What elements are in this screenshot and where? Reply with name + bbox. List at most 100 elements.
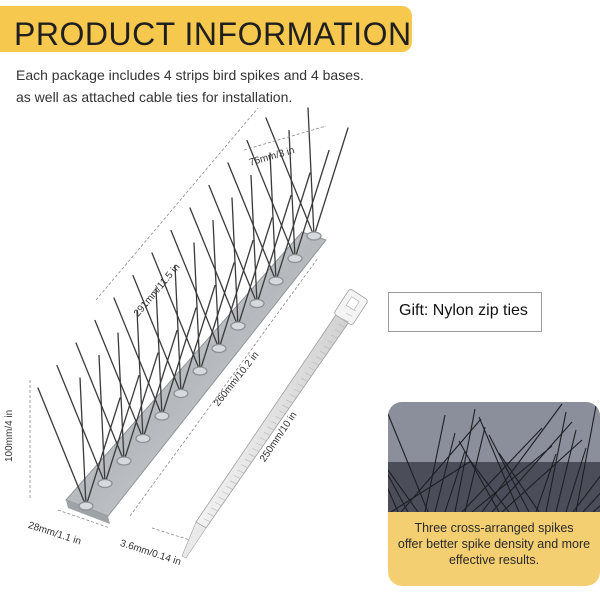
tie-tooth bbox=[338, 323, 345, 328]
tie-tooth bbox=[282, 404, 289, 409]
tie-tooth bbox=[241, 464, 248, 468]
photo-spike bbox=[478, 416, 520, 512]
tie-tooth bbox=[308, 367, 315, 371]
spike bbox=[193, 242, 201, 372]
photo-spike bbox=[388, 469, 419, 512]
photo-spike bbox=[458, 440, 500, 512]
feature-line-1: Three cross-arranged spikes bbox=[414, 521, 574, 535]
spike-base-clip bbox=[116, 456, 132, 466]
photo-spike bbox=[400, 418, 482, 512]
spike bbox=[117, 332, 125, 462]
spike-base-clip bbox=[154, 411, 170, 421]
tie-tooth bbox=[316, 356, 323, 360]
spike bbox=[288, 129, 296, 260]
feature-line-2: offer better spike density and more bbox=[397, 537, 591, 551]
tie-tooth bbox=[259, 437, 267, 441]
description-line-1: Each package includes 4 strips bird spik… bbox=[16, 67, 364, 83]
tie-tooth bbox=[304, 372, 312, 377]
zip-tie bbox=[181, 289, 368, 559]
tie-tooth bbox=[233, 475, 240, 479]
tie-tooth bbox=[214, 502, 222, 506]
tie-tooth bbox=[289, 394, 297, 398]
spike-closeup-photo bbox=[388, 402, 600, 512]
tie-tooth bbox=[301, 377, 308, 382]
page-title: PRODUCT INFORMATION bbox=[14, 16, 412, 52]
tie-tooth bbox=[218, 496, 225, 501]
spike-base-clip bbox=[135, 433, 151, 444]
photo-spike bbox=[444, 450, 466, 512]
spike bbox=[313, 127, 349, 237]
dimension-lines bbox=[29, 107, 327, 543]
tie-tooth bbox=[323, 345, 330, 350]
tie-tooth bbox=[252, 448, 259, 452]
spike bbox=[79, 377, 87, 507]
tie-tooth bbox=[267, 426, 274, 431]
spike-base-clip bbox=[287, 253, 303, 264]
photo-spike bbox=[388, 413, 429, 512]
tie-tooth bbox=[274, 415, 282, 420]
photo-spike bbox=[388, 487, 399, 512]
photo-spike bbox=[491, 421, 573, 512]
tie-tooth bbox=[286, 399, 293, 404]
photo-spike bbox=[461, 427, 543, 512]
tie-tooth bbox=[342, 318, 349, 323]
photo-spike bbox=[498, 452, 540, 512]
photo-spike bbox=[545, 411, 567, 512]
photo-spike bbox=[464, 426, 486, 512]
photo-spike bbox=[390, 460, 472, 512]
spike-base-clip bbox=[173, 388, 189, 399]
photo-spike bbox=[501, 439, 583, 512]
spike bbox=[265, 117, 315, 237]
photo-spike bbox=[488, 434, 530, 512]
spike-base-clip bbox=[230, 321, 246, 331]
spike bbox=[98, 354, 106, 485]
photo-spike bbox=[388, 473, 409, 512]
tie-tooth bbox=[229, 480, 237, 485]
spike bbox=[307, 107, 315, 237]
tie-tooth bbox=[293, 388, 300, 393]
feature-text: Three cross-arranged spikes offer better… bbox=[388, 520, 600, 568]
photo-spike bbox=[481, 403, 563, 512]
tie-tooth bbox=[222, 491, 229, 495]
photo-spike bbox=[535, 453, 557, 512]
photo-spike bbox=[565, 447, 587, 512]
photo-spike bbox=[454, 408, 476, 512]
spike-base-clip bbox=[211, 343, 227, 354]
tie-tooth bbox=[334, 329, 342, 333]
spike bbox=[136, 309, 144, 440]
spike-base-clip bbox=[192, 366, 208, 376]
spike bbox=[250, 174, 258, 305]
spike bbox=[212, 219, 220, 350]
spike-base-clip bbox=[78, 501, 94, 511]
gift-label: Gift: Nylon zip ties bbox=[399, 302, 528, 319]
package-description: Each package includes 4 strips bird spik… bbox=[16, 64, 436, 108]
tie-tooth bbox=[256, 442, 263, 447]
spike bbox=[151, 252, 201, 372]
feature-line-3: effective results. bbox=[448, 553, 540, 567]
tie-tooth bbox=[346, 313, 353, 317]
tie-tooth bbox=[327, 340, 334, 344]
spike-base-clip bbox=[268, 276, 284, 286]
spike bbox=[174, 264, 182, 395]
description-line-2: as well as attached cable ties for insta… bbox=[16, 89, 293, 105]
photo-spike bbox=[572, 475, 600, 512]
tie-tooth bbox=[248, 453, 255, 458]
photo-spike bbox=[582, 492, 600, 512]
title-banner: PRODUCT INFORMATION bbox=[0, 6, 412, 52]
spike bbox=[75, 342, 125, 462]
spike bbox=[269, 152, 277, 282]
tie-tooth bbox=[319, 350, 327, 355]
tie-tooth bbox=[312, 361, 319, 366]
spike bbox=[170, 229, 220, 350]
spike bbox=[246, 139, 296, 260]
tie-tooth bbox=[349, 307, 357, 312]
tie-tooth bbox=[278, 410, 285, 414]
spike bbox=[132, 274, 182, 395]
photo-spike bbox=[434, 432, 456, 512]
feature-card: Three cross-arranged spikes offer better… bbox=[388, 402, 600, 586]
spike bbox=[56, 364, 106, 485]
tie-tooth bbox=[244, 458, 252, 463]
spike-base-clip bbox=[306, 231, 322, 241]
spike bbox=[227, 162, 277, 282]
